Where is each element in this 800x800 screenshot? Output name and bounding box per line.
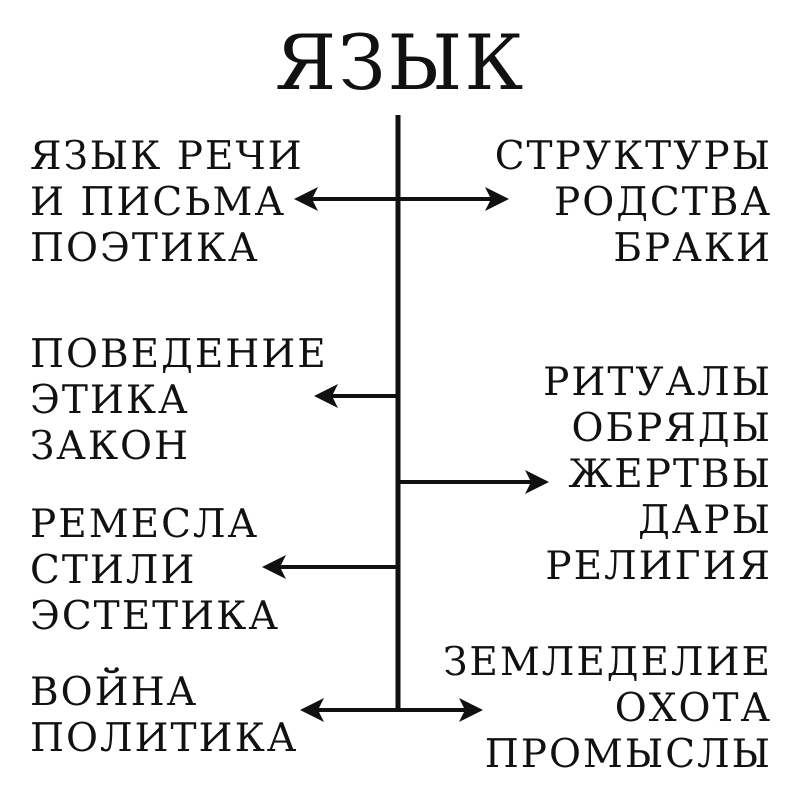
right-block-2-line-4: ДАРЫ bbox=[638, 498, 772, 543]
left-block-4: ВОЙНА ПОЛИТИКА bbox=[30, 670, 298, 762]
left-block-1-line-3: ПОЭТИКА bbox=[30, 226, 260, 271]
left-block-2-line-2: ЭТИКА bbox=[30, 378, 190, 423]
left-block-1-line-2: И ПИСЬМА bbox=[30, 180, 287, 225]
right-block-1-line-1: СТРУКТУРЫ bbox=[494, 134, 772, 179]
left-block-4-line-2: ПОЛИТИКА bbox=[30, 716, 299, 761]
right-block-2-line-5: РЕЛИГИЯ bbox=[545, 544, 772, 589]
left-block-3-line-2: СТИЛИ bbox=[30, 548, 197, 593]
diagram-title: ЯЗЫК bbox=[274, 18, 526, 107]
right-block-3: ЗЕМЛЕДЕЛИЕ ОХОТА ПРОМЫСЛЫ bbox=[443, 640, 772, 778]
left-block-3: РЕМЕСЛА СТИЛИ ЭСТЕТИКА bbox=[30, 502, 280, 640]
left-block-2: ПОВЕДЕНИЕ ЭТИКА ЗАКОН bbox=[30, 332, 328, 470]
right-block-1-line-3: БРАКИ bbox=[613, 226, 772, 271]
left-block-2-line-1: ПОВЕДЕНИЕ bbox=[30, 332, 328, 377]
left-block-1: ЯЗЫК РЕЧИ И ПИСЬМА ПОЭТИКА bbox=[30, 134, 304, 272]
right-block-1-line-2: РОДСТВА bbox=[554, 180, 772, 225]
right-block-3-line-3: ПРОМЫСЛЫ bbox=[484, 732, 772, 777]
right-block-3-line-1: ЗЕМЛЕДЕЛИЕ bbox=[443, 640, 772, 685]
right-block-2-line-2: ОБРЯДЫ bbox=[571, 406, 772, 451]
right-block-1: СТРУКТУРЫ РОДСТВА БРАКИ bbox=[495, 134, 772, 272]
right-block-2-line-3: ЖЕРТВЫ bbox=[568, 452, 772, 497]
left-block-2-line-3: ЗАКОН bbox=[30, 424, 191, 469]
left-block-4-line-1: ВОЙНА bbox=[30, 670, 199, 715]
right-block-3-line-2: ОХОТА bbox=[614, 686, 772, 731]
right-block-2-line-1: РИТУАЛЫ bbox=[543, 360, 772, 405]
left-block-1-line-1: ЯЗЫК РЕЧИ bbox=[30, 134, 304, 179]
left-block-3-line-1: РЕМЕСЛА bbox=[30, 502, 260, 547]
right-block-2: РИТУАЛЫ ОБРЯДЫ ЖЕРТВЫ ДАРЫ РЕЛИГИЯ bbox=[543, 360, 772, 590]
left-block-3-line-3: ЭСТЕТИКА bbox=[30, 594, 280, 639]
